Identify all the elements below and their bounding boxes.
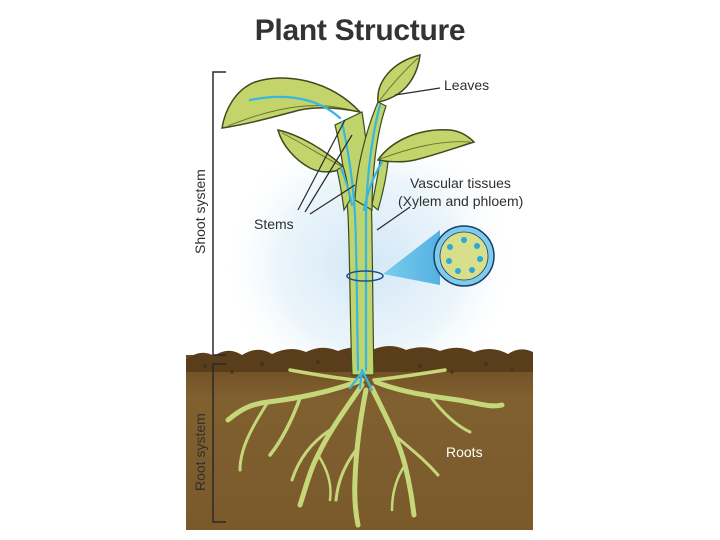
cross-section-marker [346,270,384,282]
roots [225,368,505,528]
magnify-beam [383,230,440,285]
shoot-bracket [212,71,226,356]
cross-section [433,225,495,287]
root-bracket [212,363,226,523]
vascular-tissue [248,95,384,392]
brackets [212,71,226,523]
leaf-left-mid [276,128,347,173]
label-shoot-system: Shoot system [192,169,208,254]
label-root-system: Root system [192,413,208,491]
page-title: Plant Structure [254,14,466,47]
label-leaves: Leaves [444,77,489,93]
label-stems: Stems [254,216,294,232]
label-vascular-1: Vascular tissues [410,175,511,191]
pointer-lines [297,87,441,231]
label-roots: Roots [446,444,483,460]
label-vascular-2: (Xylem and phloem) [398,193,523,209]
